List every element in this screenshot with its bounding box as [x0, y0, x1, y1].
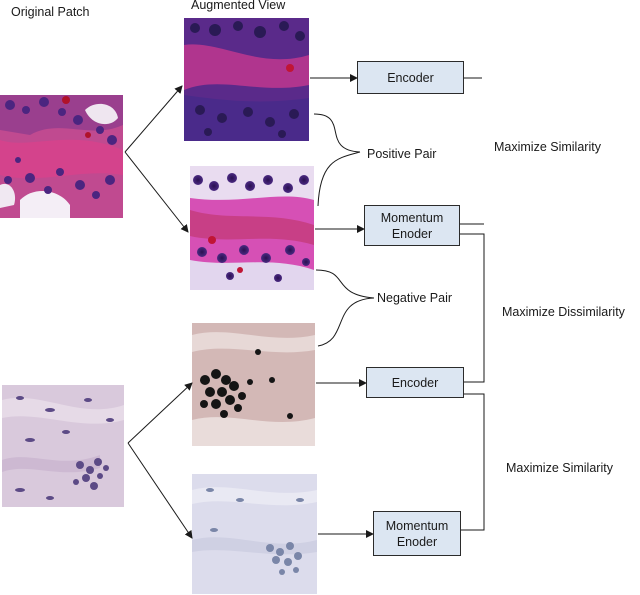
momentum-encoder-block-bottom: Momentum Enoder: [373, 511, 461, 556]
objective-maximize-similarity-top: Maximize Similarity: [494, 140, 601, 154]
heading-original-patch: Original Patch: [11, 5, 90, 19]
encoder-block-top: Encoder: [357, 61, 464, 94]
objective-maximize-similarity-bottom: Maximize Similarity: [506, 461, 613, 475]
augmented-view-3: [192, 323, 315, 446]
negative-pair-label: Negative Pair: [377, 291, 453, 305]
objective-maximize-dissimilarity: Maximize Dissimilarity: [502, 305, 625, 319]
positive-pair-label: Positive Pair: [367, 147, 437, 161]
momentum-encoder-top-line2: Enoder: [391, 226, 433, 241]
encoder-block-bottom: Encoder: [366, 367, 464, 398]
positive-brace-top: [313, 113, 361, 153]
negative-brace-top: [315, 269, 375, 299]
heading-augmented-view: Augmented View: [191, 0, 286, 12]
negative-brace-bottom: [317, 297, 375, 347]
augmentation-arrows: [124, 85, 193, 539]
arrow-orig1-to-aug1: [124, 85, 183, 153]
arrow-orig2-to-aug4: [127, 442, 193, 539]
original-patch-2: [2, 385, 124, 507]
encoder-block-top-label: Encoder: [387, 70, 434, 85]
momentum-encoder-bottom-line1: Momentum: [385, 518, 449, 533]
augmented-view-4: [192, 474, 317, 594]
augmented-view-2: [190, 166, 314, 290]
arrow-orig2-to-aug3: [127, 382, 193, 444]
augmented-view-1: [184, 18, 309, 141]
output-connectors: [459, 77, 485, 531]
momentum-encoder-block-top: Momentum Enoder: [364, 205, 460, 246]
pair-braces: [313, 113, 375, 347]
momentum-encoder-top-line1: Momentum: [380, 210, 444, 225]
encoder-arrows: [310, 74, 374, 538]
encoder-block-bottom-label: Encoder: [391, 375, 439, 390]
positive-brace-bottom: [317, 151, 361, 207]
momentum-encoder-bottom-line2: Enoder: [396, 534, 438, 549]
original-patch-1: [0, 95, 123, 218]
arrow-orig1-to-aug2: [124, 151, 189, 233]
